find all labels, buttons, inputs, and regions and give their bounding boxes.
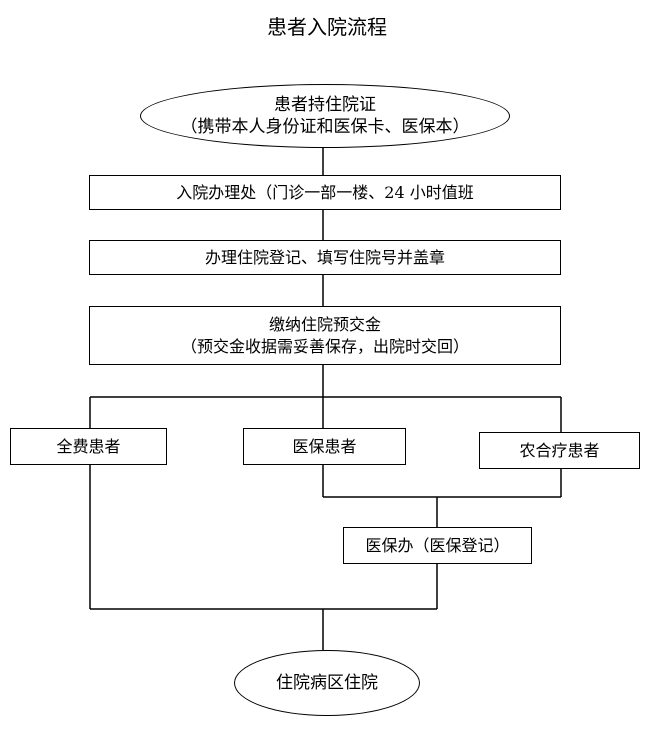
diagram-title: 患者入院流程 <box>267 15 387 39</box>
rural-coop-node: 农合疗患者 <box>479 432 640 469</box>
insurance-office-label: 医保办（医保登记） <box>365 535 510 555</box>
start-node-line2: （携带本人身份证和医保卡、医保本） <box>180 117 470 137</box>
registration-node: 办理住院登记、填写住院号并盖章 <box>89 240 561 275</box>
deposit-line1: 缴纳住院预交金 <box>268 314 381 334</box>
self-pay-node: 全费患者 <box>10 428 167 465</box>
registration-label: 办理住院登记、填写住院号并盖章 <box>204 247 445 267</box>
self-pay-label: 全费患者 <box>56 436 121 456</box>
deposit-line2: （预交金收据需妥善保存，出院时交回） <box>180 336 469 356</box>
end-node-label: 住院病区住院 <box>276 673 378 693</box>
admission-office-node: 入院办理处（门诊一部一楼、24 小时值班 <box>89 175 561 210</box>
start-node: 患者持住院证 （携带本人身份证和医保卡、医保本） <box>140 84 510 148</box>
rural-coop-label: 农合疗患者 <box>519 440 600 460</box>
end-node: 住院病区住院 <box>234 650 420 716</box>
start-node-line1: 患者持住院证 <box>274 95 376 115</box>
insured-node: 医保患者 <box>243 428 406 465</box>
insured-label: 医保患者 <box>292 436 357 456</box>
insurance-office-node: 医保办（医保登记） <box>343 527 532 564</box>
admission-office-label: 入院办理处（门诊一部一楼、24 小时值班 <box>176 182 474 202</box>
deposit-node: 缴纳住院预交金 （预交金收据需妥善保存，出院时交回） <box>89 306 561 365</box>
